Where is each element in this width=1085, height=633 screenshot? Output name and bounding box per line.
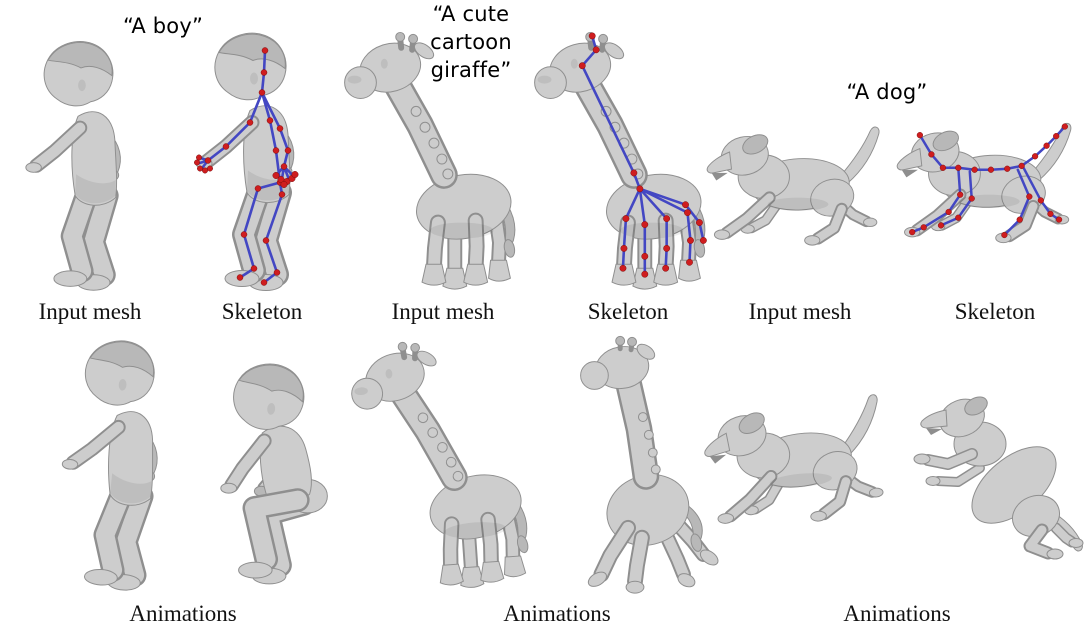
label-giraffe-skeleton: Skeleton xyxy=(587,299,669,324)
label-boy-input-mesh: Input mesh xyxy=(38,299,142,324)
giraffe-pose-b-shape xyxy=(580,335,719,594)
dog-skeleton xyxy=(893,110,1085,264)
label-dog-animations: Animations xyxy=(843,601,951,626)
dog-mesh-shape xyxy=(701,394,887,530)
prompt-boy: “A boy” xyxy=(122,14,204,38)
label-dog-skeleton: Skeleton xyxy=(954,299,1036,324)
giraffe-animation-1 xyxy=(348,332,528,602)
boy-squat-shape xyxy=(220,360,328,585)
giraffe-animation-2 xyxy=(580,335,719,594)
boy-skeleton xyxy=(192,28,342,298)
label-boy-skeleton: Skeleton xyxy=(221,299,303,324)
label-dog-input-mesh: Input mesh xyxy=(748,299,852,324)
dog-pose-b-shape xyxy=(913,396,1084,560)
boy-animation-2 xyxy=(220,360,328,585)
giraffe-mesh-shape xyxy=(348,335,532,595)
giraffe-skeleton-bones xyxy=(580,34,705,276)
prompt-dog: “A dog” xyxy=(846,80,928,104)
dog-input-mesh xyxy=(703,114,893,266)
dog-skeleton-joints xyxy=(909,123,1068,239)
prompt-giraffe: “A cute cartoon giraffe” xyxy=(430,2,512,82)
boy-mesh-shape xyxy=(26,42,121,291)
giraffe-mesh-shape xyxy=(535,32,707,289)
giraffe-input-mesh xyxy=(338,24,518,302)
boy-mesh-shape xyxy=(56,338,163,591)
dog-mesh-shape xyxy=(707,127,879,245)
dog-animation-2 xyxy=(913,396,1084,560)
boy-input-mesh xyxy=(22,36,167,298)
boy-animation-1 xyxy=(58,338,203,596)
giraffe-skeleton xyxy=(528,24,708,302)
giraffe-skeleton-joints xyxy=(578,32,707,278)
giraffe-mesh-shape xyxy=(345,32,517,289)
label-boy-animations: Animations xyxy=(129,601,237,626)
dog-animation-1 xyxy=(702,388,897,544)
boy-skeleton-joints xyxy=(194,47,299,286)
label-giraffe-animations: Animations xyxy=(503,601,611,626)
label-giraffe-input-mesh: Input mesh xyxy=(391,299,495,324)
